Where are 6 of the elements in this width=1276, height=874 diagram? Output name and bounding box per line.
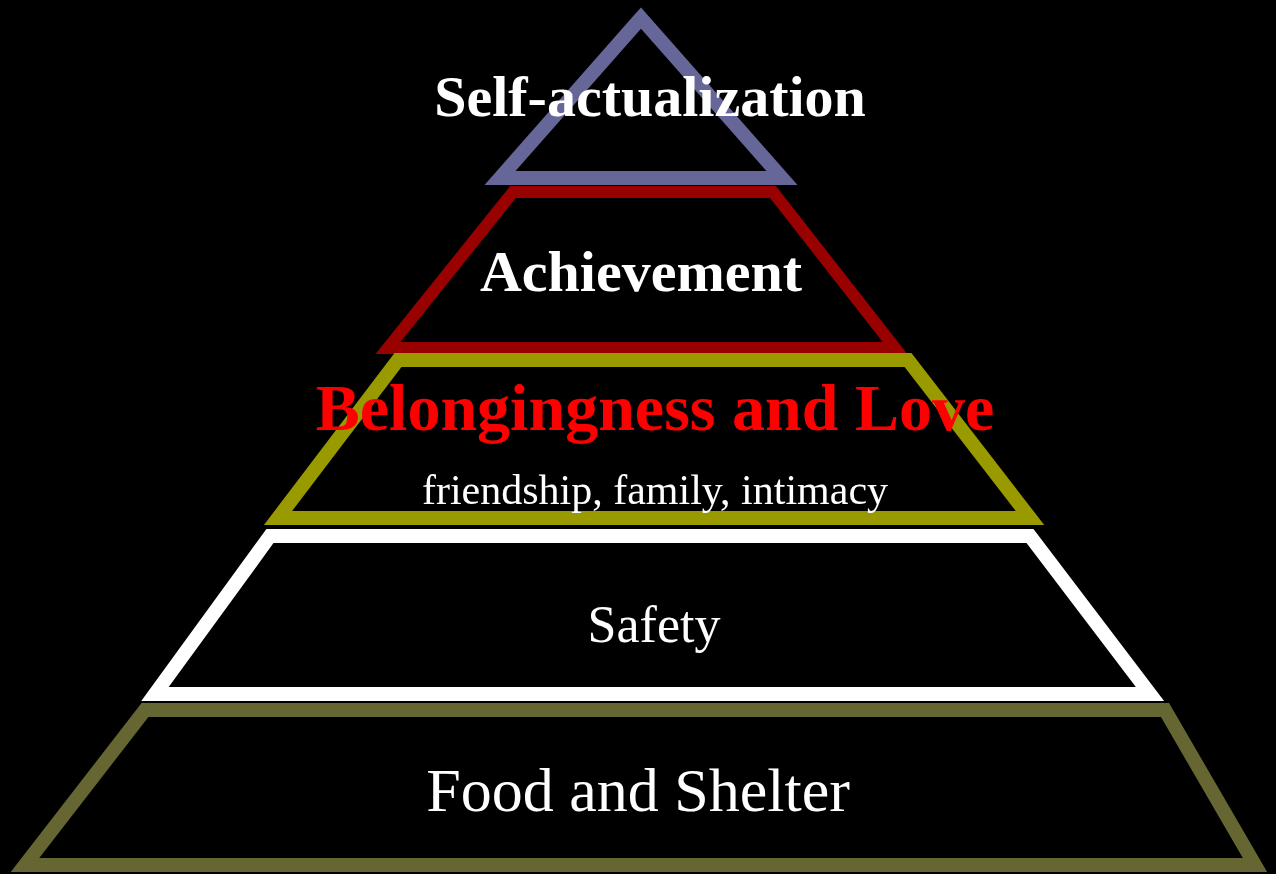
level-title: Safety: [587, 599, 721, 651]
pyramid-level: [376, 184, 906, 356]
level-title: Food and Shelter: [426, 759, 850, 821]
level-title: Achievement: [479, 243, 803, 301]
level-description: friendship, family, intimacy: [421, 469, 889, 511]
pyramid-level: [10, 702, 1266, 874]
